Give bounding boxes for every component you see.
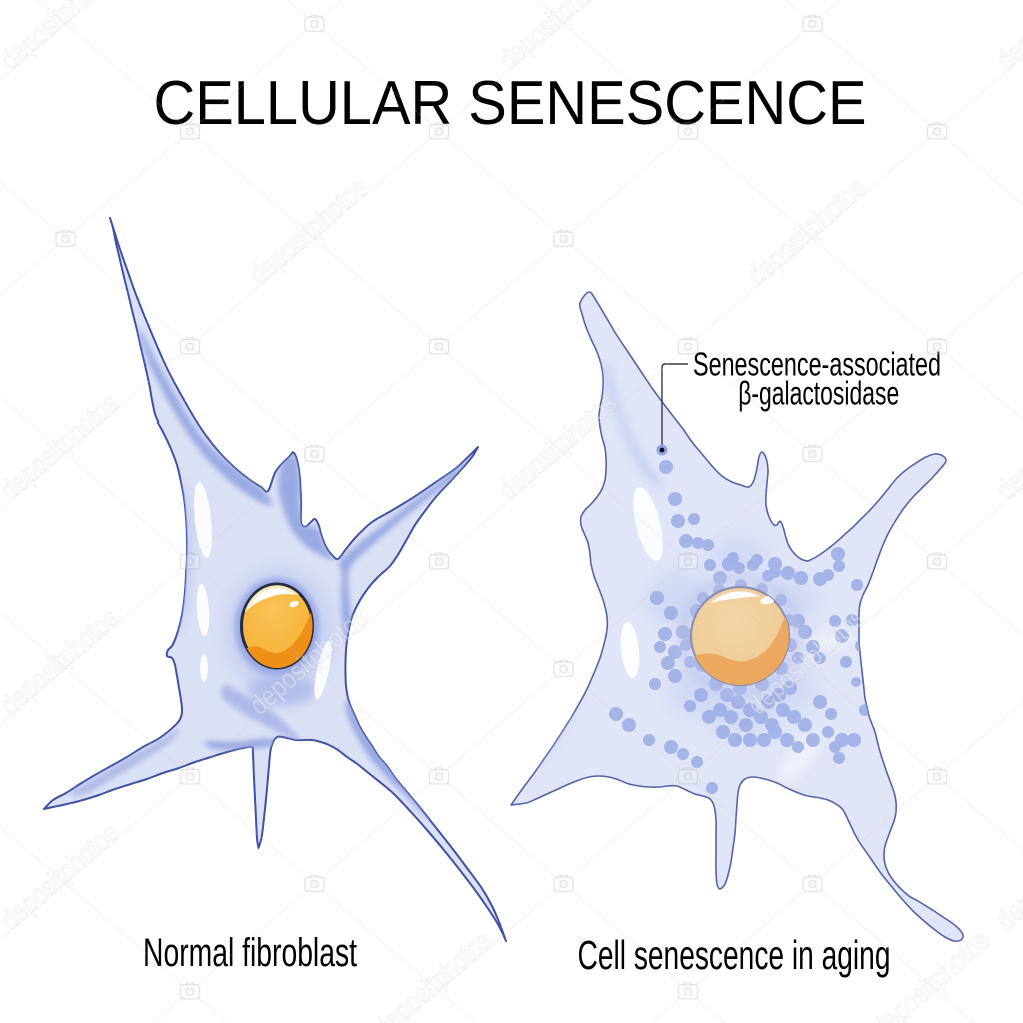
svg-text:CELLULAR SENESCENCE: CELLULAR SENESCENCE (154, 69, 867, 138)
svg-text:Cell senescence in aging: Cell senescence in aging (578, 932, 891, 978)
svg-text:Normal fibroblast: Normal fibroblast (143, 931, 357, 975)
svg-text:Senescence-associated: Senescence-associated (693, 346, 941, 383)
svg-text:β-galactosidase: β-galactosidase (738, 375, 899, 412)
